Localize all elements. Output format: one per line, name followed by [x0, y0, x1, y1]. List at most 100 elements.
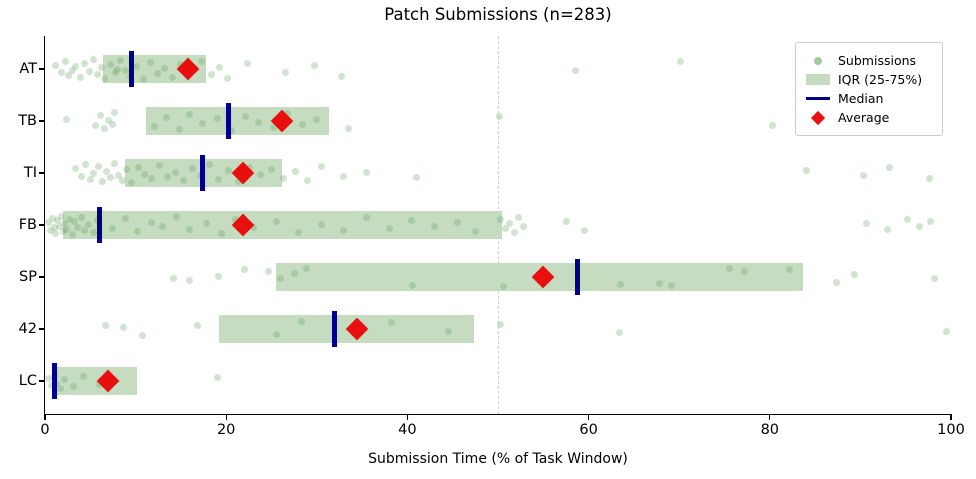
scatter-point [931, 274, 939, 282]
scatter-point [90, 169, 98, 177]
scatter-point [69, 382, 77, 390]
scatter-point [269, 123, 277, 131]
scatter-point [216, 63, 224, 71]
iqr-box-TB [145, 107, 329, 135]
scatter-point [89, 228, 97, 236]
scatter-point [340, 226, 348, 234]
scatter-point [725, 264, 733, 272]
y-tick-label: 42 [18, 321, 37, 337]
scatter-point [77, 213, 85, 221]
scatter-point [277, 274, 285, 282]
scatter-point [616, 280, 624, 288]
scatter-point [281, 68, 289, 76]
legend-item-submissions: Submissions [805, 51, 933, 70]
scatter-point [501, 224, 509, 232]
y-tick-label: TB [18, 113, 37, 129]
scatter-point [199, 119, 207, 127]
scatter-point [904, 215, 911, 223]
scatter-point [580, 226, 588, 234]
scatter-point [497, 320, 505, 328]
scatter-point [94, 162, 102, 170]
scatter-point [431, 222, 439, 230]
x-tick-label: 100 [937, 422, 965, 438]
scatter-point [497, 215, 505, 223]
scatter-point [202, 219, 210, 227]
legend: Submissions IQR (25-75%) Median Average [795, 42, 943, 136]
scatter-point [122, 214, 130, 222]
median-line-icon [805, 97, 831, 100]
scatter-point [57, 212, 65, 220]
scatter-point [94, 70, 102, 78]
scatter-point [572, 66, 580, 74]
scatter-point [62, 57, 70, 65]
scatter-point [74, 223, 82, 231]
scatter-point [122, 66, 130, 74]
scatter-point [101, 74, 109, 82]
scatter-point [290, 269, 298, 277]
x-tick [587, 415, 590, 420]
scatter-point [53, 379, 61, 387]
scatter-point [114, 171, 122, 179]
scatter-point [925, 174, 933, 182]
scatter-point [215, 272, 223, 280]
scatter-point [851, 270, 859, 278]
scatter-point [148, 218, 156, 226]
scatter-point [96, 111, 104, 119]
median-line-42 [331, 311, 337, 347]
y-tick [38, 172, 44, 174]
scatter-point [667, 281, 675, 289]
legend-label: IQR (25-75%) [838, 72, 923, 87]
scatter-point [172, 212, 180, 220]
scatter-point [123, 165, 131, 173]
scatter-point [563, 217, 571, 225]
scatter-point [133, 62, 140, 70]
scatter-point [225, 166, 233, 174]
scatter-point [76, 73, 84, 81]
x-axis-label: Submission Time (% of Task Window) [368, 451, 628, 467]
scatter-point [186, 276, 194, 284]
scatter-point [615, 328, 623, 336]
scatter-point [61, 375, 69, 383]
scatter-point [46, 226, 54, 234]
scatter-point [228, 126, 236, 134]
scatter-point [128, 178, 136, 186]
scatter-point [926, 217, 934, 225]
scatter-point [106, 173, 114, 181]
scatter-point [98, 177, 106, 185]
scatter-point [740, 267, 748, 275]
scatter-point [655, 279, 663, 287]
median-line-FB [96, 207, 102, 243]
scatter-point [63, 225, 71, 233]
scatter-point [385, 224, 393, 232]
legend-item-iqr: IQR (25-75%) [805, 70, 933, 89]
scatter-point [863, 219, 871, 227]
y-tick-label: LC [18, 373, 37, 389]
scatter-point [81, 226, 89, 234]
scatter-point [48, 214, 56, 222]
scatter-point [363, 213, 371, 221]
x-tick [769, 415, 771, 420]
scatter-point [118, 176, 126, 184]
scatter-point [86, 175, 94, 183]
scatter-point [112, 68, 120, 76]
scatter-point [884, 225, 892, 233]
scatter-point [295, 228, 303, 236]
scatter-point [265, 267, 273, 275]
scatter-point [345, 124, 352, 132]
median-line-AT [128, 51, 134, 87]
scatter-point [84, 220, 92, 228]
scatter-point [317, 162, 325, 170]
scatter-point [496, 112, 504, 120]
scatter-point [272, 217, 280, 225]
scatter-point [63, 115, 71, 123]
scatter-point [444, 327, 452, 335]
scatter-point [162, 113, 170, 121]
x-tick [225, 415, 227, 420]
median-line-LC [51, 363, 57, 399]
scatter-point [52, 229, 60, 237]
median-line-SP [575, 259, 581, 295]
legend-label: Average [838, 110, 890, 125]
scatter-point [268, 165, 275, 173]
scatter-point [163, 172, 171, 180]
